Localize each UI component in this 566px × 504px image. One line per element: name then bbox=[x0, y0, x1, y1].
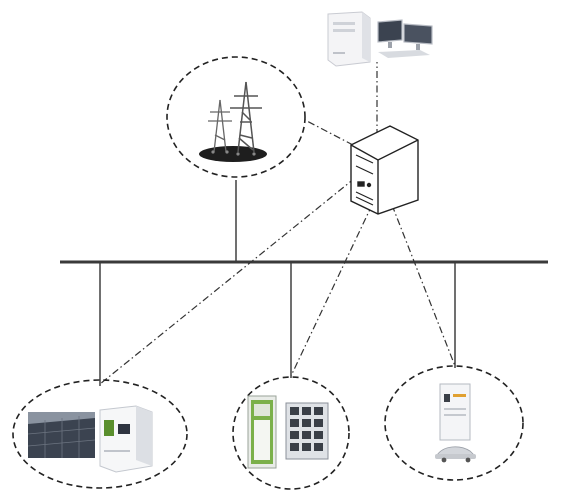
pv-system-node-circle bbox=[12, 379, 188, 489]
comm-line-charger bbox=[391, 204, 456, 367]
comm-line-grid bbox=[304, 119, 354, 146]
comm-line-pv bbox=[99, 177, 356, 385]
communication-lines bbox=[99, 62, 456, 385]
solar-panel-inverter-icon bbox=[27, 405, 153, 473]
comm-line-storage bbox=[290, 204, 373, 377]
desktop-computer-icon bbox=[327, 11, 433, 67]
server-box-icon bbox=[350, 125, 419, 215]
transmission-tower-icon bbox=[199, 81, 267, 162]
grid-node-circle bbox=[166, 56, 306, 178]
power-lines bbox=[99, 180, 456, 386]
ev-charger-node-circle bbox=[384, 365, 524, 481]
battery-cabinet-icon bbox=[247, 395, 329, 469]
battery-storage-node-circle bbox=[232, 376, 350, 490]
ev-charger-icon bbox=[435, 383, 476, 463]
